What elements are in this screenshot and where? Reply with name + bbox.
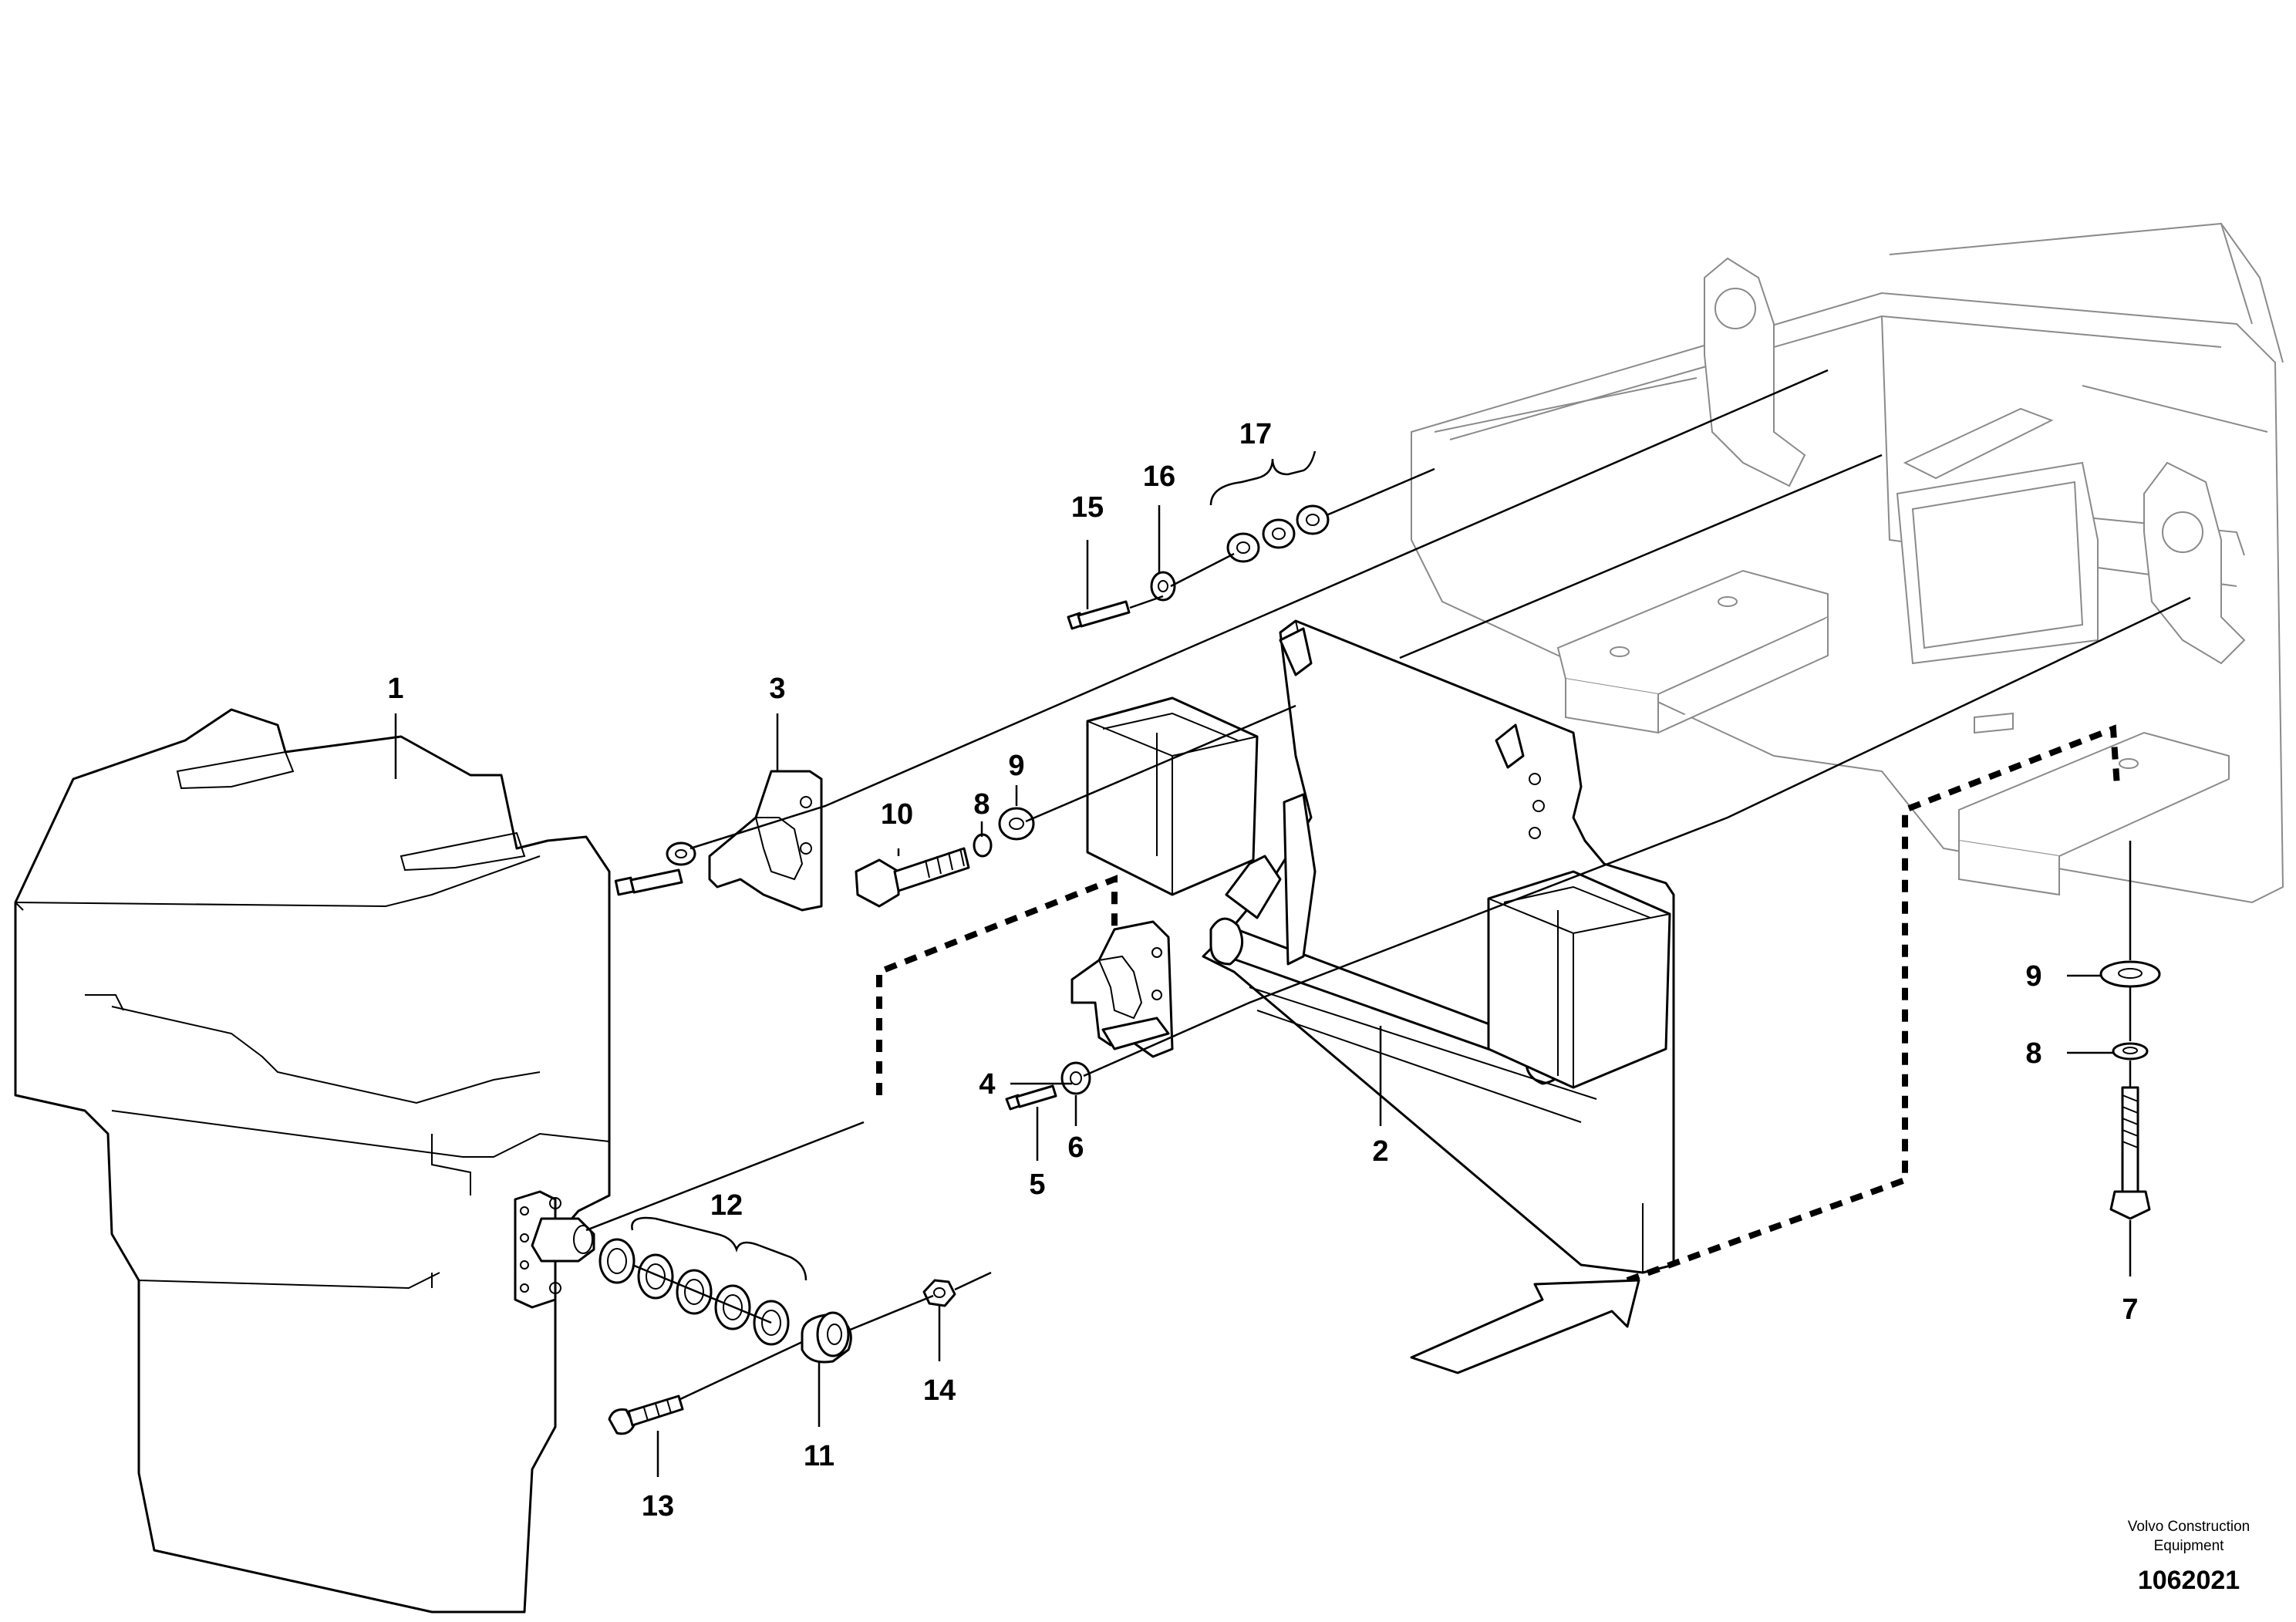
credit-line-2: Equipment [2154,1538,2225,1554]
bolt-7 [2109,1086,2151,1220]
leader-lines [394,450,2132,1477]
bolt-small-3 [614,841,696,896]
callout-9-right: 9 [2025,960,2041,993]
nut-14 [922,1279,956,1307]
machine-frame [1411,222,2284,904]
callout-2: 2 [1372,1135,1388,1168]
callout-4: 4 [979,1068,995,1101]
counterweight-hinge [514,1190,595,1309]
callout-5: 5 [1029,1168,1045,1201]
credit-line-1: Volvo Construction [2128,1519,2250,1535]
lock-washer-8-top [973,833,993,858]
washer-6 [1060,1061,1091,1095]
kit-outline-right [1626,724,2120,1283]
callout-9-top: 9 [1008,750,1024,782]
bracket-left-box [1086,696,1259,896]
callout-3: 3 [769,673,785,705]
callout-15: 15 [1071,491,1104,524]
callout-13: 13 [642,1490,674,1523]
direction-arrow [1410,1279,1640,1374]
drawing-number: 1062021 [2138,1566,2240,1595]
bolt-5 [1005,1084,1057,1111]
callout-labels: 1 2 3 4 5 6 7 8 9 10 8 9 11 12 13 14 15 … [387,418,2138,1523]
bushing-11 [801,1311,852,1364]
screw-13 [608,1394,684,1435]
washer-9-right [2099,960,2161,988]
hook-bracket-4 [1070,920,1174,1058]
assembly-lines [585,369,2191,1401]
washer-16 [1150,571,1176,602]
callout-17: 17 [1239,418,1272,450]
kit-outline-left [876,875,1118,1095]
bracket-right-box [1487,870,1671,1089]
counterweight [14,708,611,1614]
washer-9-top [998,807,1035,841]
callout-12: 12 [710,1189,743,1222]
lock-washer-8-right [2112,1042,2149,1061]
bolt-15 [1067,600,1131,630]
callout-10: 10 [881,798,913,831]
callout-6: 6 [1067,1131,1084,1164]
callout-8-right: 8 [2025,1037,2041,1070]
callout-7: 7 [2122,1293,2138,1326]
callout-11: 11 [804,1440,834,1472]
callout-16: 16 [1143,460,1175,493]
mounting-bracket [1202,619,1675,1274]
bolt-10 [855,847,970,908]
callout-8-top: 8 [973,788,990,821]
callout-1: 1 [387,673,403,705]
callout-14: 14 [923,1374,956,1407]
shims-12 [598,1238,790,1346]
hook-bracket-3 [708,770,823,912]
shims-17 [1226,504,1330,563]
